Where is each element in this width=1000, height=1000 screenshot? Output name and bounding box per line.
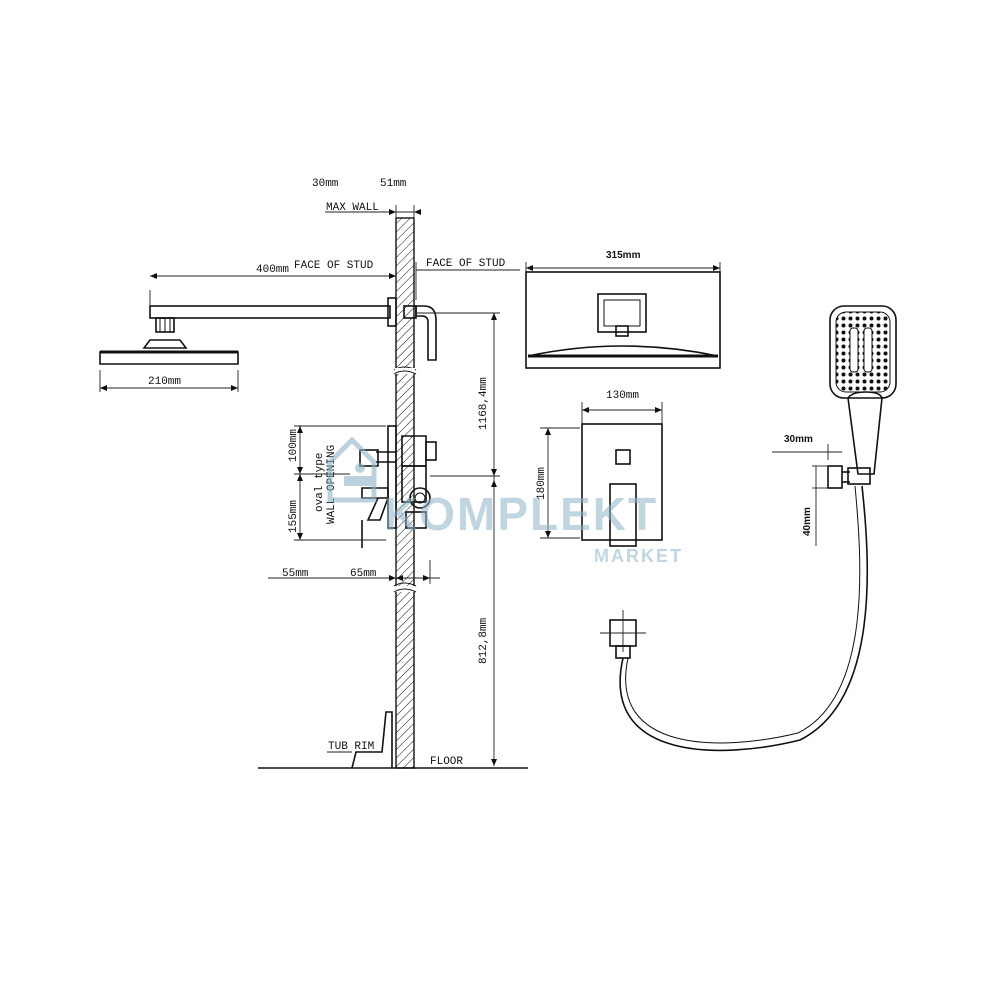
supply-elbow [415,305,437,361]
tub-rim-shape [351,711,393,769]
label-tub-rim: TUB RIM [328,741,374,753]
label-100mm: 100mm [288,429,300,462]
label-max-wall: MAX WALL [326,202,379,214]
shower-holder [827,465,843,489]
label-1168mm: 1168,4mm [478,377,490,430]
label-30mm-holder: 30mm [784,434,813,445]
label-face-of-stud-left: FACE OF STUD [294,260,374,272]
label-55mm: 55mm [282,568,309,580]
shower-hose [619,485,869,752]
head-front-view [525,271,721,369]
trim-plate-side [387,425,397,529]
mixer-lever-front [609,483,637,547]
label-130mm: 130mm [606,390,639,402]
label-400mm: 400mm [256,264,289,276]
label-30mm-top: 30mm [312,178,339,190]
valve-cartridge [409,487,431,509]
arm-flange [387,297,397,327]
label-210mm: 210mm [148,376,181,388]
label-812mm: 812,8mm [478,617,490,664]
watermark-logo [327,436,377,503]
hand-shower-set [619,305,897,752]
trim-plate-front [581,423,663,541]
diverter-knob [359,449,379,467]
label-180mm: 180mm [536,467,548,500]
label-315mm: 315mm [606,250,641,261]
label-face-of-stud-right: FACE OF STUD [426,258,506,270]
hand-shower-handle [847,391,883,475]
hand-shower-head [829,305,897,399]
label-155mm: 155mm [288,500,300,533]
shower-arm [149,305,391,319]
wall-section [99,205,528,769]
label-65mm: 65mm [350,568,377,580]
front-views [525,262,721,659]
rain-shower-head [99,351,239,365]
label-oval-type: oval type [314,453,326,512]
label-40mm: 40mm [802,507,813,536]
label-51mm: 51mm [380,178,407,190]
watermark-sub: MARKET [594,546,683,566]
watermark-brand: KOMPLEKT [384,488,658,540]
label-floor: FLOOR [430,756,463,768]
diverter-button [615,449,631,465]
